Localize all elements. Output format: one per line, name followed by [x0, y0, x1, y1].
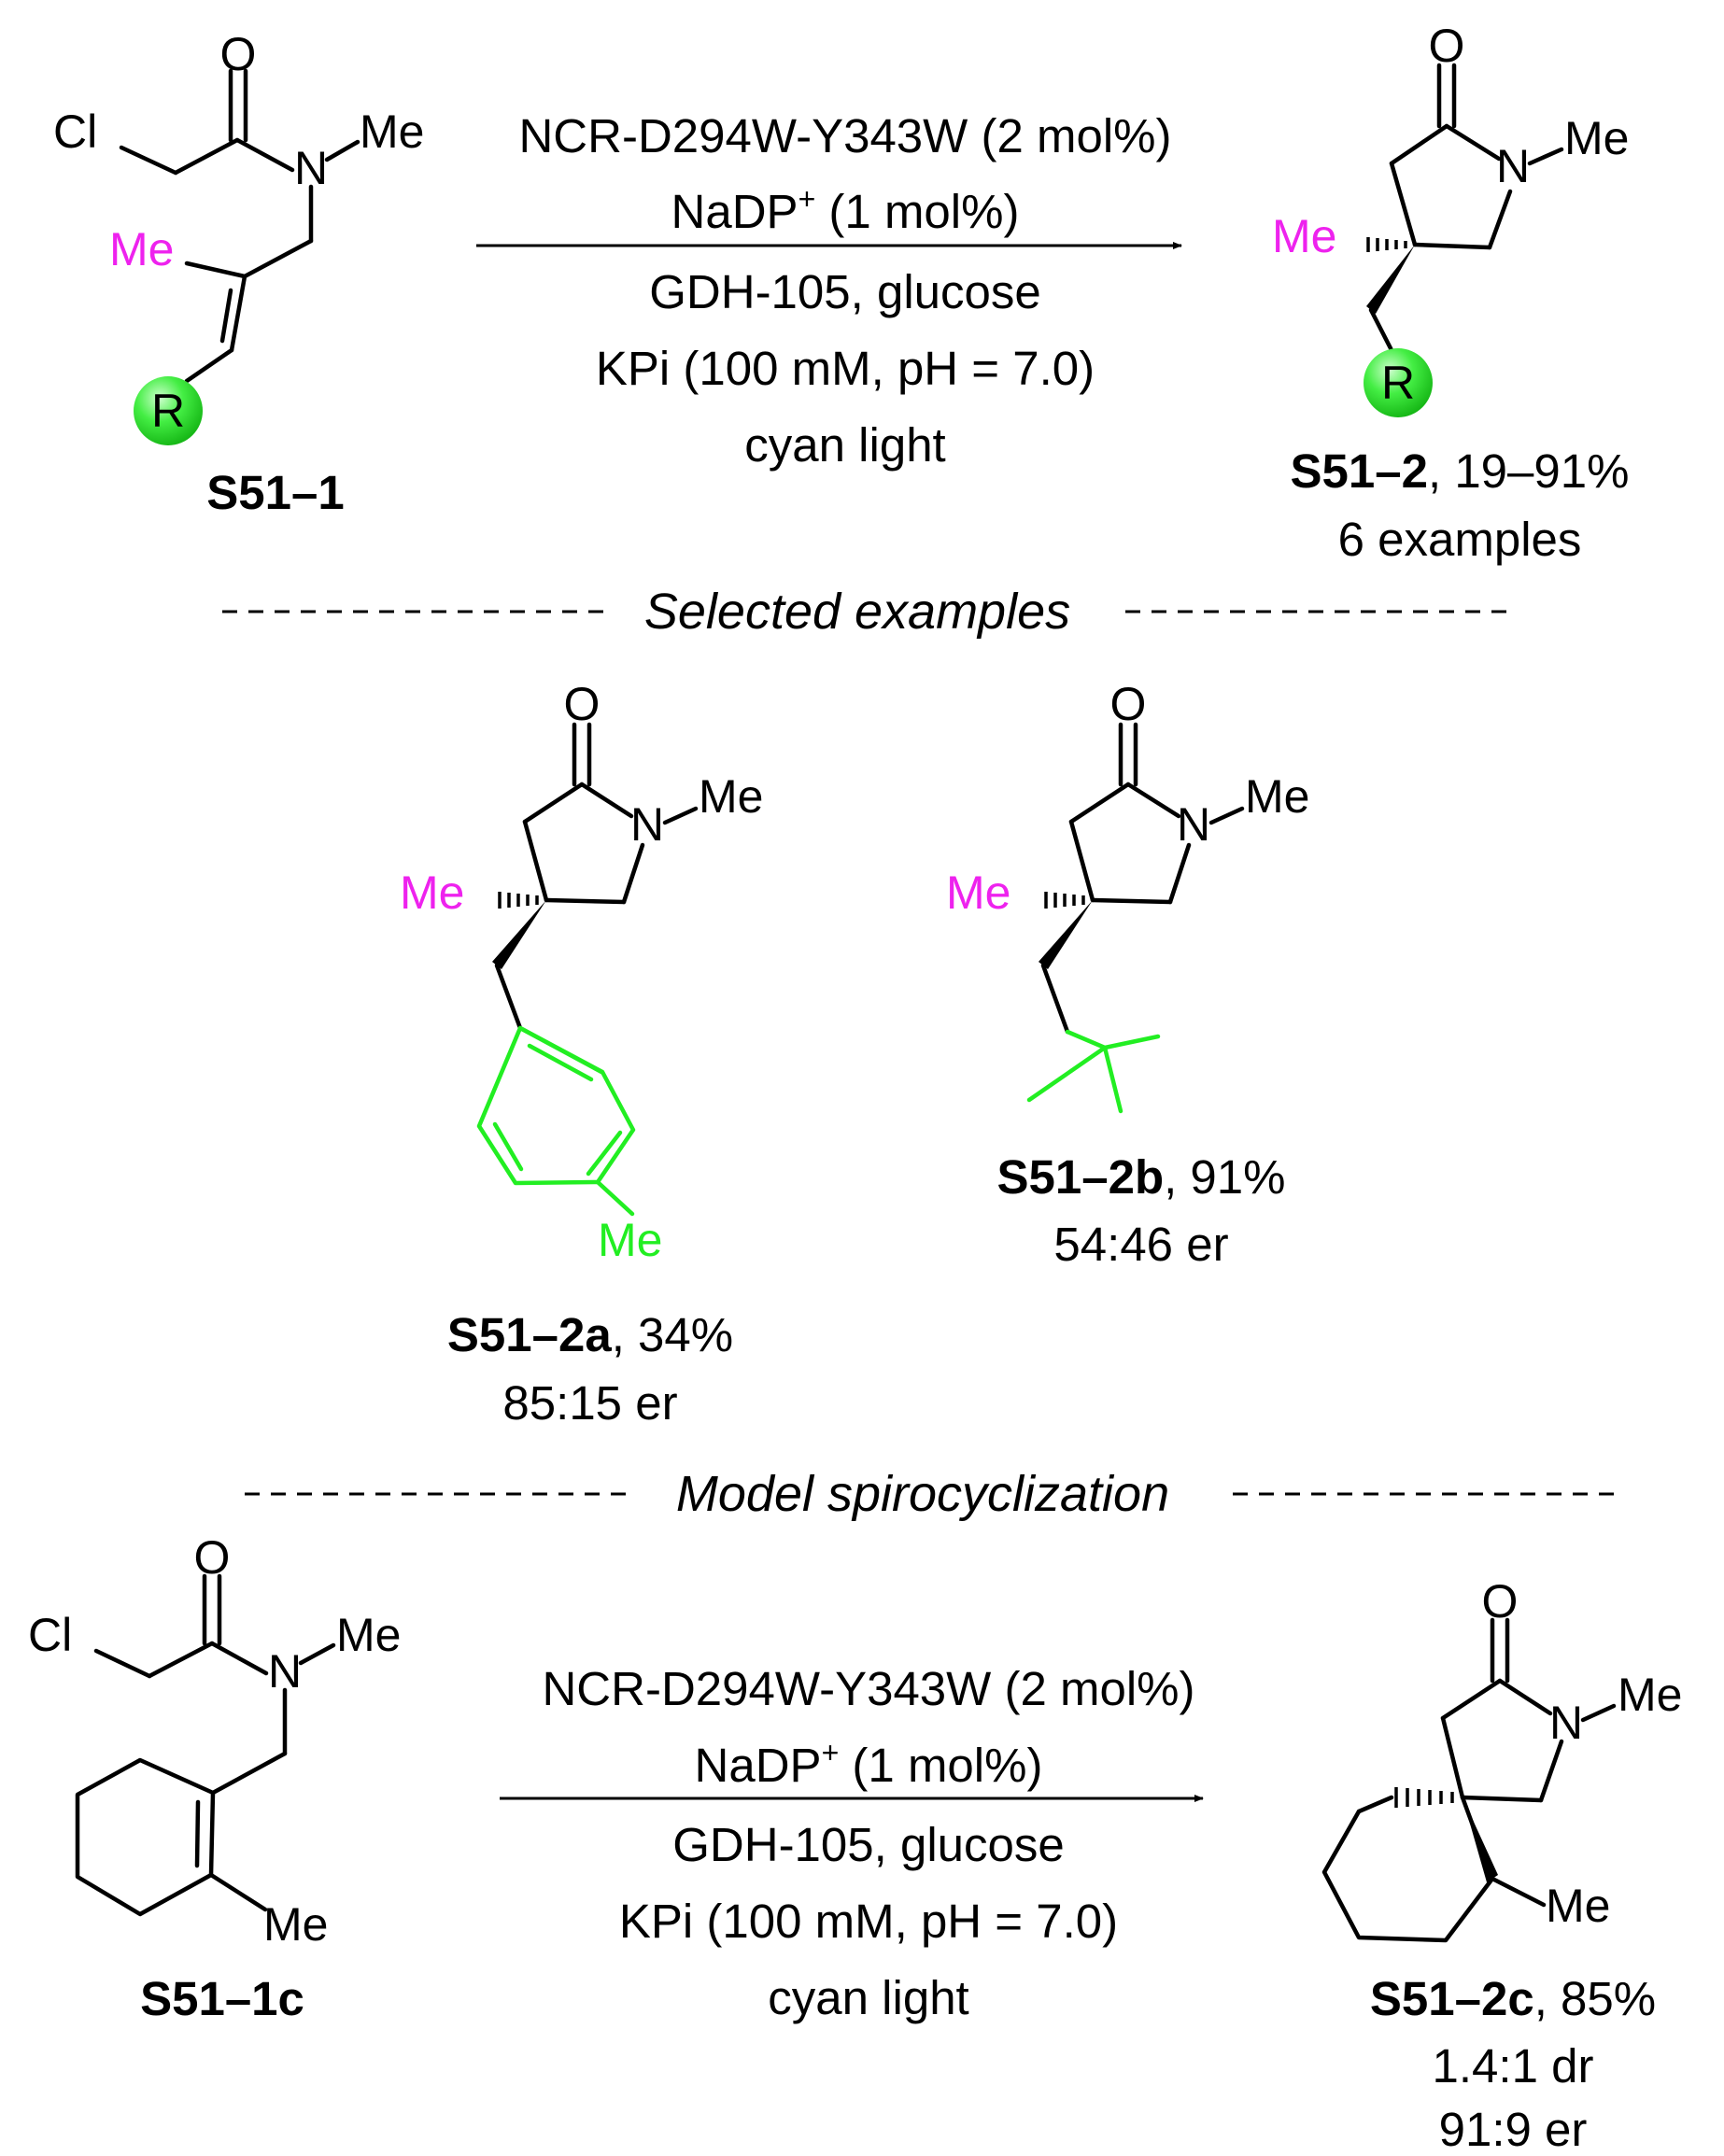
condition-light: cyan light [768, 1971, 968, 2024]
example-s51-2b: O N Me Me S51–2b, 91% 54:46 er [946, 678, 1309, 1271]
condition-light: cyan light [744, 418, 945, 472]
atom-n: N [1496, 140, 1530, 192]
atom-o: O [1482, 1575, 1519, 1628]
condition-buffer: KPi (100 mM, pH = 7.0) [619, 1895, 1118, 1948]
atom-o: O [194, 1531, 231, 1584]
label-s51-2a: S51–2a, 34% [447, 1308, 733, 1361]
atom-me-aryl: Me [598, 1214, 662, 1266]
section-title-model: Model spirocyclization [676, 1466, 1169, 1522]
label-s51-2: S51–2, 19–91% [1291, 444, 1630, 498]
r-group-ball: R [1364, 348, 1433, 417]
product-s51-2-bonds [1366, 63, 1564, 353]
conditions-2: NCR-D294W-Y343W (2 mol%) NaDP+ (1 mol%) … [542, 1662, 1194, 2024]
product-s51-2c: O N Me Me S51–2c, 85% 1.4:1 dr 91:9 er [1321, 1575, 1682, 2156]
atom-n: N [1549, 1697, 1583, 1749]
condition-recycling: GDH-105, glucose [672, 1818, 1065, 1871]
condition-cofactor: NaDP+ (1 mol%) [695, 1736, 1043, 1792]
atom-me-ring: Me [263, 1898, 328, 1951]
atom-o: O [1110, 678, 1147, 730]
dr-s51-2c: 1.4:1 dr [1433, 2039, 1594, 2093]
product-s51-2: O N Me Me R S51–2, 19–91% 6 examples [1272, 20, 1630, 566]
product-s51-2c-bonds [1321, 1617, 1617, 1943]
atom-me-quaternary: Me [400, 867, 464, 919]
atom-me-quaternary: Me [1272, 210, 1336, 262]
condition-cofactor: NaDP+ (1 mol%) [671, 182, 1020, 238]
atom-me-vinyl: Me [109, 223, 174, 275]
example-s51-2a-bonds [476, 722, 699, 1217]
atom-me-ring: Me [1546, 1880, 1610, 1932]
label-s51-2b: S51–2b, 91% [996, 1150, 1285, 1204]
atom-me-n: Me [1245, 770, 1309, 823]
atom-me-quaternary: Me [946, 867, 1010, 919]
atom-n: N [630, 798, 664, 851]
scope-count: 6 examples [1338, 513, 1582, 566]
reactant-s51-1c-bonds [75, 1573, 336, 1917]
section-selected-examples: Selected examples [222, 584, 1508, 640]
er-s51-2a: 85:15 er [502, 1376, 677, 1430]
r-group-ball: R [134, 376, 203, 445]
atom-n: N [1177, 798, 1210, 851]
atom-cl: Cl [28, 1609, 72, 1661]
atom-cl: Cl [53, 106, 97, 158]
section-title-selected: Selected examples [644, 584, 1070, 640]
section-model-spirocyclization: Model spirocyclization [245, 1466, 1620, 1522]
condition-buffer: KPi (100 mM, pH = 7.0) [596, 342, 1095, 395]
atom-o: O [564, 678, 601, 730]
condition-catalyst: NCR-D294W-Y343W (2 mol%) [518, 109, 1171, 162]
reactant-s51-1: O Cl N Me Me R S51–1 [53, 28, 424, 519]
label-s51-1c: S51–1c [140, 1972, 304, 2025]
atom-r: R [151, 385, 185, 437]
atom-me-n: Me [699, 770, 763, 823]
er-s51-2c: 91:9 er [1439, 2103, 1588, 2156]
example-s51-2b-bonds [1026, 722, 1245, 1114]
condition-recycling: GDH-105, glucose [649, 265, 1041, 318]
reactant-s51-1c: O Cl N Me Me S51–1c [28, 1531, 401, 2025]
er-s51-2b: 54:46 er [1053, 1218, 1228, 1271]
conditions-1: NCR-D294W-Y343W (2 mol%) NaDP+ (1 mol%) … [518, 109, 1171, 472]
reactant-s51-1-bonds [119, 68, 360, 384]
condition-catalyst: NCR-D294W-Y343W (2 mol%) [542, 1662, 1194, 1715]
label-s51-1: S51–1 [206, 466, 344, 519]
atom-o: O [220, 28, 257, 80]
atom-me-n: Me [336, 1609, 401, 1661]
atom-me-n: Me [1618, 1669, 1682, 1721]
atom-n: N [268, 1645, 302, 1698]
example-s51-2a: O N Me Me Me S51–2a, 34% 85:15 er [400, 678, 763, 1430]
atom-me-n: Me [360, 106, 424, 158]
atom-r: R [1381, 357, 1415, 409]
atom-o: O [1429, 20, 1465, 72]
atom-me-n: Me [1564, 112, 1629, 164]
atom-n: N [294, 142, 328, 194]
label-s51-2c: S51–2c, 85% [1370, 1972, 1656, 2025]
